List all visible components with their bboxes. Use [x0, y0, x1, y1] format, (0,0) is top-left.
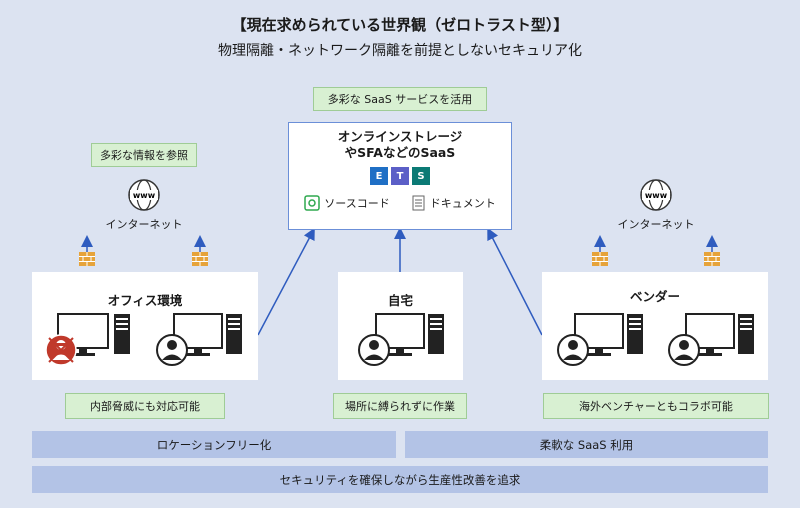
internet-label-left: インターネット [105, 218, 183, 231]
arrow-office-saas [257, 227, 315, 336]
user-workstation-icon-vendor-right [668, 313, 754, 366]
firewall-icon-vendor-right [704, 252, 720, 266]
location-free-bar: ロケーションフリー化 [32, 431, 396, 458]
internet-globe-icon-left: www [128, 179, 160, 211]
user-workstation-icon-vendor-left [557, 313, 643, 366]
vendor-title: ベンダー [629, 289, 680, 304]
page-title: 【現在求められている世界観（ゼロトラスト型）】 [231, 16, 569, 34]
home-title: 自宅 [387, 293, 413, 308]
exchange-icon: E [370, 167, 388, 185]
firewall-icon-office-right [192, 252, 208, 266]
location-free-work-label: 場所に縛られずに作業 [333, 393, 467, 419]
source-code-label: ソースコード [324, 197, 390, 210]
document-icon [412, 195, 425, 211]
info-reference-label: 多彩な情報を参照 [91, 143, 197, 167]
saas-app-icons: E T S [289, 167, 511, 185]
firewall-icon-office-left [79, 252, 95, 266]
threat-workstation-icon [45, 313, 130, 366]
saas-usage-label: 多彩な SaaS サービスを活用 [313, 87, 487, 111]
arrow-vendor-saas [487, 227, 543, 336]
internal-threat-label: 内部脅威にも対応可能 [65, 393, 225, 419]
saas-title-line2: やSFAなどのSaaS [344, 145, 456, 160]
saas-title-line1: オンラインストレージ [337, 129, 463, 144]
user-workstation-icon-office [156, 313, 242, 366]
user-workstation-icon-home [358, 313, 444, 366]
source-code-icon [304, 195, 321, 211]
office-title: オフィス環境 [107, 293, 183, 308]
page-subtitle: 物理隔離・ネットワーク隔離を前提としないセキュリア化 [218, 43, 582, 59]
overseas-collab-label: 海外ベンチャーともコラボ可能 [543, 393, 769, 419]
security-productivity-bar: セキュリティを確保しながら生産性改善を追求 [32, 466, 768, 493]
www-text-left: www [133, 191, 156, 200]
saas-box: オンラインストレージ やSFAなどのSaaS E T S ソースコード ドキュメ… [288, 122, 512, 230]
document-label: ドキュメント [429, 197, 496, 210]
teams-icon: T [391, 167, 409, 185]
sharepoint-icon: S [412, 167, 430, 185]
document-item: ドキュメント [412, 195, 496, 211]
www-text-right: www [645, 191, 668, 200]
internet-label-right: インターネット [617, 218, 695, 231]
source-code-item: ソースコード [304, 195, 390, 211]
firewall-icon-vendor-left [592, 252, 608, 266]
internet-globe-icon-right: www [640, 179, 672, 211]
flexible-saas-bar: 柔軟な SaaS 利用 [405, 431, 768, 458]
